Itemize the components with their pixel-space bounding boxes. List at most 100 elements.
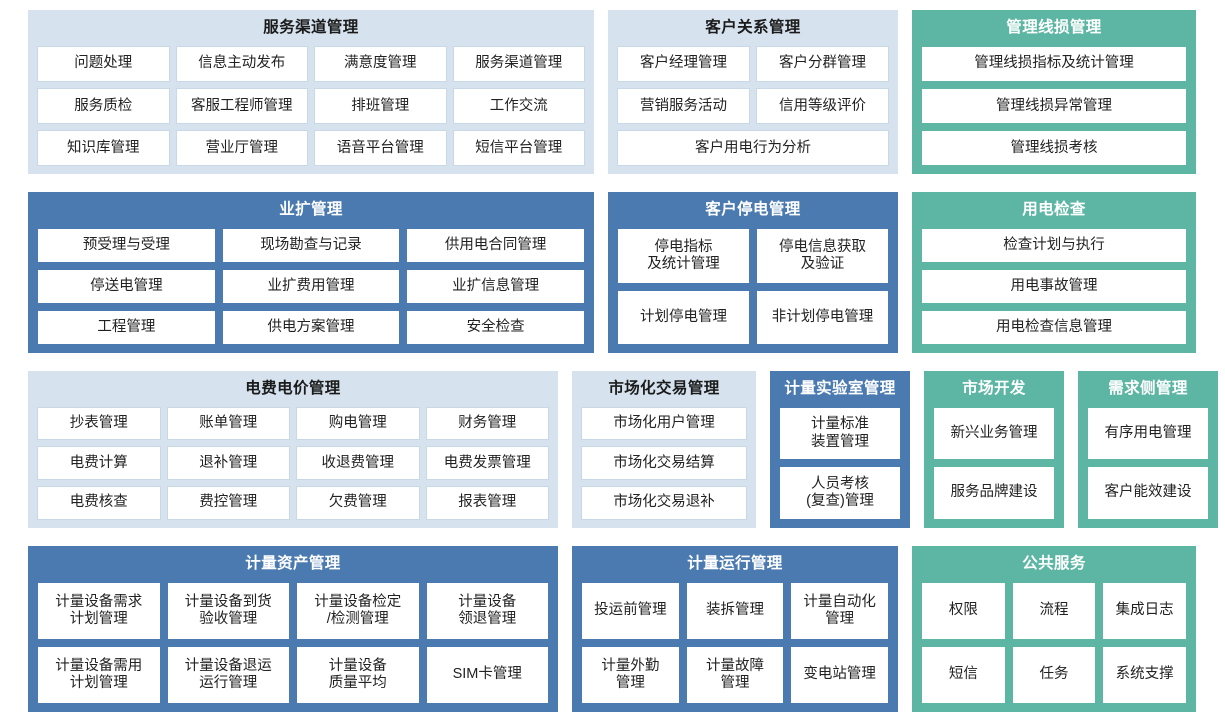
- module-cell[interactable]: 供用电合同管理: [406, 228, 585, 264]
- module-cell[interactable]: 收退费管理: [296, 446, 420, 481]
- module-cell[interactable]: 短信平台管理: [452, 130, 585, 167]
- panel-service-channel-management: 服务渠道管理问题处理信息主动发布满意度管理服务渠道管理服务质检客服工程师管理排班…: [28, 10, 594, 175]
- panel-title-business-expansion-management: 业扩管理: [279, 201, 343, 219]
- module-cell[interactable]: 电费发票管理: [425, 446, 549, 481]
- module-cell[interactable]: 工程管理: [37, 310, 216, 345]
- module-cell[interactable]: 服务渠道管理: [452, 45, 585, 83]
- module-cell[interactable]: 任务: [1011, 645, 1097, 704]
- module-cell[interactable]: 市场化用户管理: [581, 406, 747, 441]
- panel-title-metering-asset-management: 计量资产管理: [245, 554, 341, 572]
- module-cell[interactable]: 营销服务活动: [617, 88, 750, 125]
- module-cell[interactable]: 短信: [921, 645, 1006, 704]
- panel-title-demand-side-management: 需求侧管理: [1108, 379, 1188, 397]
- module-cell[interactable]: 计量设备 质量平均: [296, 645, 420, 704]
- module-cell[interactable]: 业扩信息管理: [406, 269, 585, 305]
- module-cell[interactable]: 停电指标 及统计管理: [617, 228, 750, 284]
- module-cell[interactable]: 停电信息获取 及验证: [756, 228, 889, 284]
- module-cell[interactable]: 计量设备需求 计划管理: [37, 581, 161, 640]
- module-cell[interactable]: 管理线损异常管理: [921, 88, 1187, 125]
- module-cell[interactable]: 非计划停电管理: [756, 289, 889, 345]
- module-cell[interactable]: 信息主动发布: [175, 45, 308, 83]
- panel-customer-relationship-management: 客户关系管理客户经理管理客户分群管理营销服务活动信用等级评价客户用电行为分析: [608, 10, 898, 175]
- module-cell[interactable]: 电费计算: [37, 446, 161, 481]
- module-cell[interactable]: 检查计划与执行: [921, 228, 1187, 264]
- module-cell[interactable]: 预受理与受理: [37, 228, 216, 264]
- module-cell[interactable]: 计量设备 领退管理: [425, 581, 549, 640]
- panel-grid-metering-laboratory-management: 计量标准 装置管理人员考核 (复查)管理: [779, 406, 901, 520]
- module-cell[interactable]: 问题处理: [37, 45, 170, 83]
- module-cell[interactable]: 计量自动化 管理: [790, 581, 889, 640]
- panel-metering-operation-management: 计量运行管理投运前管理装拆管理计量自动化 管理计量外勤 管理计量故障 管理变电站…: [572, 545, 898, 712]
- module-cell[interactable]: 计量设备需用 计划管理: [37, 645, 161, 704]
- module-cell[interactable]: 有序用电管理: [1087, 406, 1209, 461]
- module-cell[interactable]: 权限: [921, 581, 1006, 640]
- module-cell[interactable]: 语音平台管理: [314, 130, 447, 167]
- module-cell[interactable]: 停送电管理: [37, 269, 216, 305]
- module-cell[interactable]: 欠费管理: [296, 486, 420, 520]
- panel-grid-line-loss-management: 管理线损指标及统计管理管理线损异常管理管理线损考核: [921, 45, 1187, 167]
- module-cell[interactable]: 计量设备检定 /检测管理: [296, 581, 420, 640]
- module-cell[interactable]: 财务管理: [425, 406, 549, 441]
- module-cell[interactable]: 费控管理: [166, 486, 290, 520]
- module-cell[interactable]: 市场化交易退补: [581, 486, 747, 520]
- module-cell[interactable]: 装拆管理: [685, 581, 785, 640]
- panel-title-service-channel-management: 服务渠道管理: [263, 19, 359, 36]
- module-cell[interactable]: 集成日志: [1102, 581, 1187, 640]
- module-cell[interactable]: 管理线损考核: [921, 130, 1187, 167]
- panel-line-loss-management: 管理线损管理管理线损指标及统计管理管理线损异常管理管理线损考核: [912, 10, 1196, 175]
- module-cell[interactable]: 信用等级评价: [756, 88, 889, 125]
- module-cell[interactable]: 客户用电行为分析: [617, 130, 889, 167]
- module-cell[interactable]: 服务品牌建设: [933, 466, 1055, 520]
- module-cell[interactable]: 人员考核 (复查)管理: [779, 466, 901, 520]
- module-cell[interactable]: 营业厅管理: [175, 130, 308, 167]
- module-cell[interactable]: 流程: [1011, 581, 1097, 640]
- module-cell[interactable]: 计划停电管理: [617, 289, 750, 345]
- module-cell[interactable]: 计量设备退运 运行管理: [166, 645, 290, 704]
- module-cell[interactable]: 用电事故管理: [921, 269, 1187, 305]
- module-cell[interactable]: 服务质检: [37, 88, 170, 125]
- module-cell[interactable]: 退补管理: [166, 446, 290, 481]
- module-cell[interactable]: 用电检查信息管理: [921, 310, 1187, 345]
- panel-grid-public-service: 权限流程集成日志短信任务系统支撑: [921, 581, 1187, 704]
- module-cell[interactable]: 计量故障 管理: [685, 645, 785, 704]
- module-cell[interactable]: 供电方案管理: [221, 310, 401, 345]
- module-cell[interactable]: 报表管理: [425, 486, 549, 520]
- module-cell[interactable]: 现场勘查与记录: [221, 228, 401, 264]
- module-cell[interactable]: SIM卡管理: [425, 645, 549, 704]
- module-cell[interactable]: 投运前管理: [581, 581, 680, 640]
- module-cell[interactable]: 排班管理: [314, 88, 447, 125]
- module-cell[interactable]: 业扩费用管理: [221, 269, 401, 305]
- module-cell[interactable]: 变电站管理: [790, 645, 889, 704]
- module-cell[interactable]: 管理线损指标及统计管理: [921, 45, 1187, 83]
- module-cell[interactable]: 客服工程师管理: [175, 88, 308, 125]
- panel-market-development: 市场开发新兴业务管理服务品牌建设: [924, 370, 1064, 528]
- module-cell[interactable]: 抄表管理: [37, 406, 161, 441]
- panel-grid-business-expansion-management: 预受理与受理现场勘查与记录供用电合同管理停送电管理业扩费用管理业扩信息管理工程管…: [37, 228, 585, 345]
- module-cell[interactable]: 新兴业务管理: [933, 406, 1055, 461]
- module-cell[interactable]: 客户分群管理: [756, 45, 889, 83]
- panel-title-customer-outage-management: 客户停电管理: [705, 201, 801, 219]
- panel-grid-customer-outage-management: 停电指标 及统计管理停电信息获取 及验证计划停电管理非计划停电管理: [617, 228, 889, 345]
- module-cell[interactable]: 系统支撑: [1102, 645, 1187, 704]
- row-3: 电费电价管理抄表管理账单管理购电管理财务管理电费计算退补管理收退费管理电费发票管…: [28, 370, 1218, 528]
- panel-title-metering-operation-management: 计量运行管理: [687, 554, 783, 572]
- panel-metering-asset-management: 计量资产管理计量设备需求 计划管理计量设备到货 验收管理计量设备检定 /检测管理…: [28, 545, 558, 712]
- module-cell[interactable]: 客户能效建设: [1087, 466, 1209, 520]
- panel-grid-market-transaction-management: 市场化用户管理市场化交易结算市场化交易退补: [581, 406, 747, 520]
- module-cell[interactable]: 计量外勤 管理: [581, 645, 680, 704]
- module-cell[interactable]: 客户经理管理: [617, 45, 750, 83]
- panel-title-customer-relationship-management: 客户关系管理: [705, 19, 801, 36]
- module-cell[interactable]: 安全检查: [406, 310, 585, 345]
- module-cell[interactable]: 计量设备到货 验收管理: [166, 581, 290, 640]
- module-cell[interactable]: 购电管理: [296, 406, 420, 441]
- module-cell[interactable]: 计量标准 装置管理: [779, 406, 901, 461]
- module-cell[interactable]: 账单管理: [166, 406, 290, 441]
- module-cell[interactable]: 市场化交易结算: [581, 446, 747, 481]
- module-cell[interactable]: 知识库管理: [37, 130, 170, 167]
- panel-demand-side-management: 需求侧管理有序用电管理客户能效建设: [1078, 370, 1218, 528]
- module-cell[interactable]: 电费核查: [37, 486, 161, 520]
- module-cell[interactable]: 满意度管理: [314, 45, 447, 83]
- module-cell[interactable]: 工作交流: [452, 88, 585, 125]
- row-1: 服务渠道管理问题处理信息主动发布满意度管理服务渠道管理服务质检客服工程师管理排班…: [28, 10, 1197, 175]
